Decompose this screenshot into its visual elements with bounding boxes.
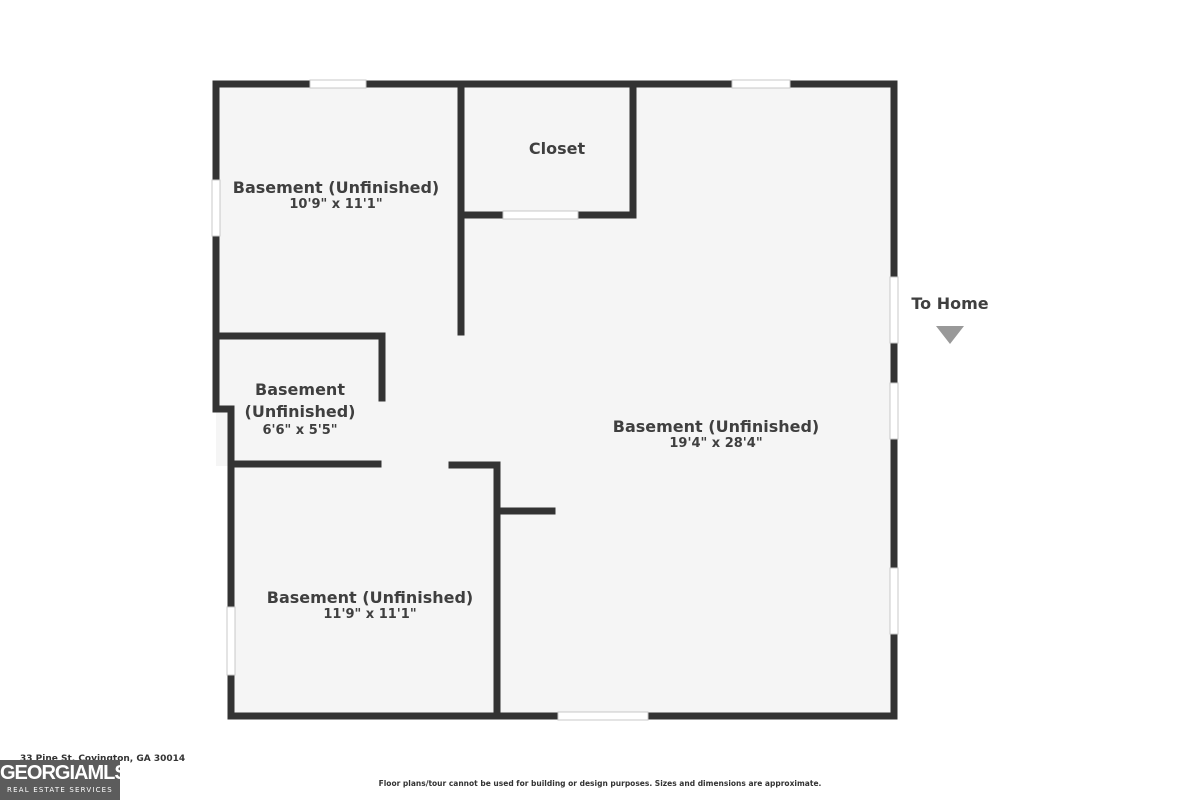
georgia-mls-logo: GEORGIAMLS REAL ESTATE SERVICES (0, 760, 128, 800)
room-name: Basement (Unfinished) (612, 417, 820, 436)
window (226, 606, 236, 676)
room-dimensions: 19'4" x 28'4" (669, 436, 763, 451)
room-label-small: Basement (Unfinished) 6'6" x 5'5" (236, 379, 364, 438)
room-dimensions: 10'9" x 11'1" (289, 197, 383, 212)
window (889, 382, 899, 440)
room-label-closet: Closet (497, 139, 617, 158)
doorway (557, 711, 649, 721)
room-label-upper-left: Basement (Unfinished) 10'9" x 11'1" (226, 178, 446, 212)
window (889, 567, 899, 635)
small-room-wall (212, 332, 386, 402)
logo-sub-text: REAL ESTATE SERVICES (7, 786, 113, 794)
room-name: Basement (Unfinished) (244, 380, 356, 421)
doorway (502, 210, 579, 220)
room-name: Basement (Unfinished) (266, 588, 474, 607)
doorway (889, 276, 899, 344)
logo-main-text: GEORGIAMLS (0, 762, 128, 784)
floor-area (216, 84, 894, 716)
room-name: Closet (528, 139, 586, 158)
property-address: 33 Pine St, Covington, GA 30014 (20, 754, 186, 764)
to-home-label: To Home (911, 294, 989, 313)
room-label-main: Basement (Unfinished) 19'4" x 28'4" (596, 417, 836, 451)
room-label-lower-left: Basement (Unfinished) 11'9" x 11'1" (255, 588, 485, 622)
room-dimensions: 11'9" x 11'1" (323, 607, 417, 622)
window (211, 179, 221, 237)
window (309, 79, 367, 89)
down-triangle-icon (936, 326, 964, 344)
room-name: Basement (Unfinished) (232, 178, 440, 197)
disclaimer-text: Floor plans/tour cannot be used for buil… (378, 779, 822, 788)
lower-room-wall (448, 461, 501, 720)
exterior-wall (212, 80, 898, 720)
room-dimensions: 6'6" x 5'5" (262, 423, 338, 438)
window (731, 79, 791, 89)
